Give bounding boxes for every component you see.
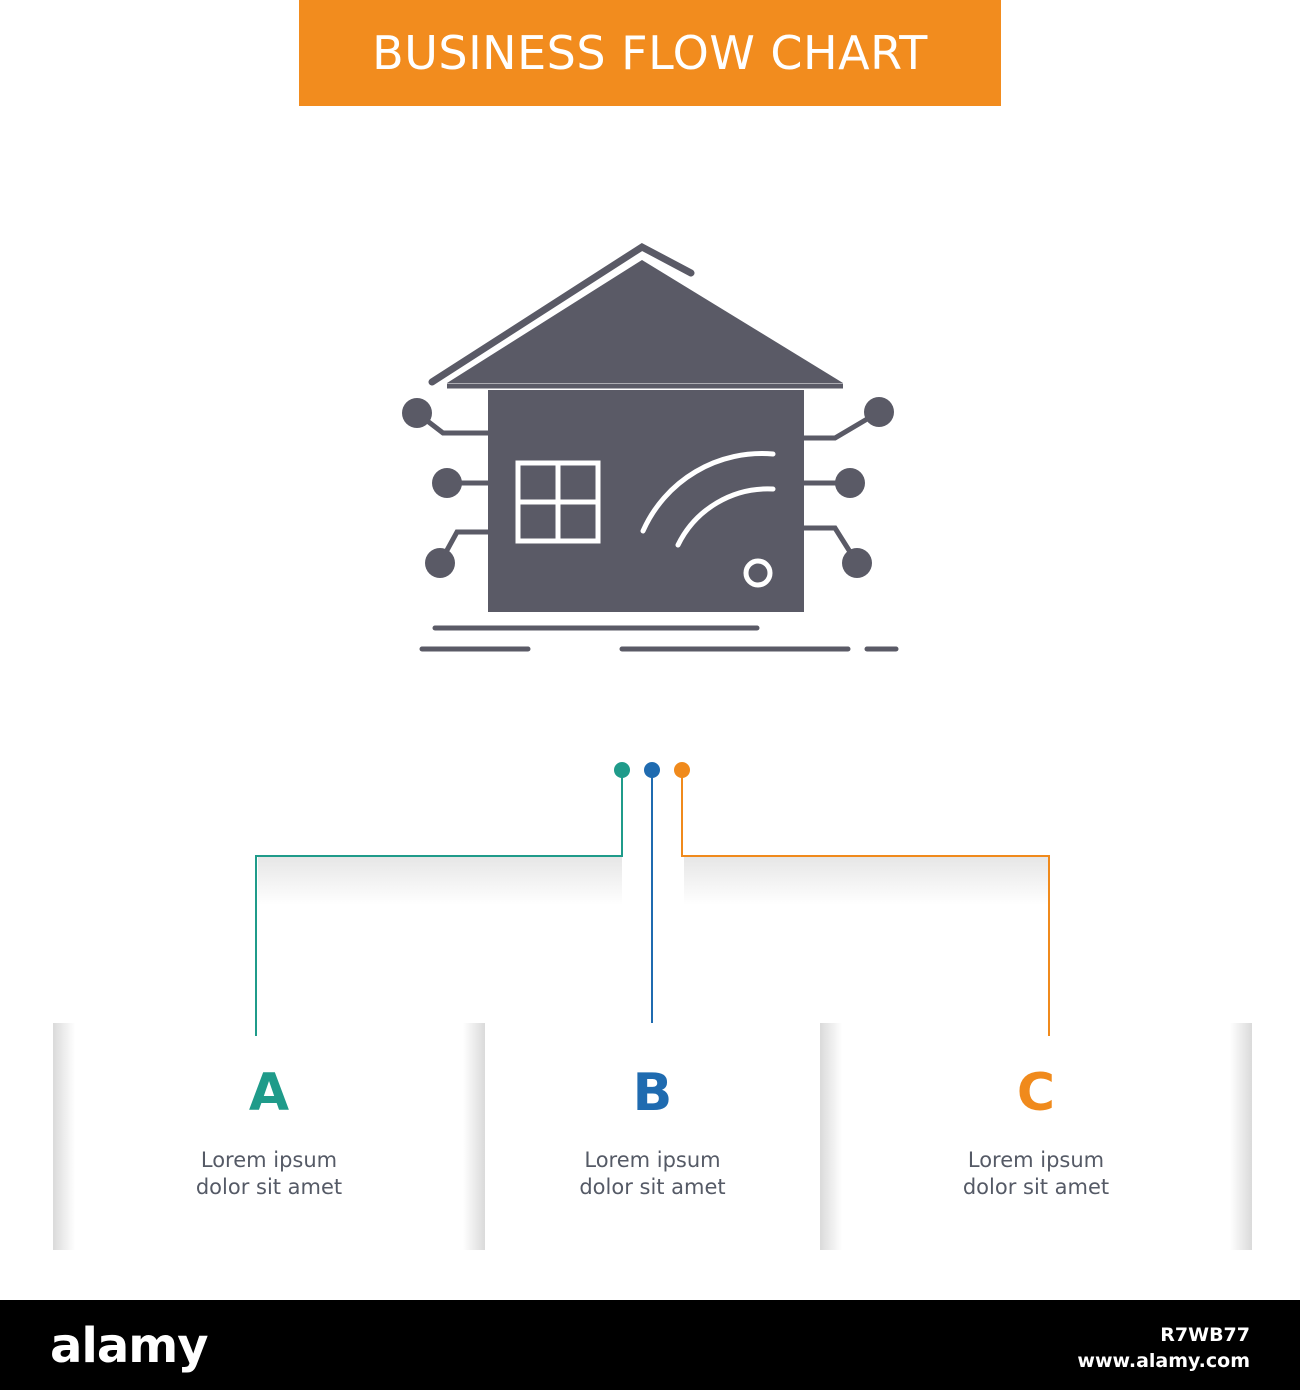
title-banner: BUSINESS FLOW CHART <box>299 0 1001 106</box>
step-text-c: Lorem ipsum dolor sit amet <box>963 1147 1109 1201</box>
image-credit: R7WB77 www.alamy.com <box>1077 1322 1250 1374</box>
shadow-band-right <box>684 857 1048 905</box>
connector-dot-a <box>614 762 630 778</box>
page-title: BUSINESS FLOW CHART <box>372 26 928 80</box>
card-shade <box>463 1023 485 1250</box>
step-text-b: Lorem ipsum dolor sit amet <box>579 1147 725 1201</box>
step-card-c: C Lorem ipsum dolor sit amet <box>820 1023 1252 1250</box>
step-text-line: Lorem ipsum <box>967 1148 1105 1172</box>
card-shade <box>53 1023 75 1250</box>
step-card-b: B Lorem ipsum dolor sit amet <box>486 1023 819 1250</box>
step-letter-c: C <box>1016 1063 1056 1123</box>
step-text-line: Lorem ipsum <box>584 1148 721 1172</box>
step-text-line: dolor sit amet <box>579 1175 726 1199</box>
connector-dot-c <box>674 762 690 778</box>
shadow-band-left <box>258 857 622 905</box>
step-letter-b: B <box>632 1063 673 1123</box>
step-text-a: Lorem ipsum dolor sit amet <box>196 1147 342 1201</box>
connector-a <box>255 770 623 1036</box>
step-text-line: Lorem ipsum <box>200 1148 338 1172</box>
step-card-a: A Lorem ipsum dolor sit amet <box>53 1023 485 1250</box>
connector-lines <box>255 762 1050 1036</box>
smart-home-network-icon <box>402 242 899 652</box>
connector-dot-b <box>644 762 660 778</box>
step-text-line: dolor sit amet <box>195 1175 343 1199</box>
image-id: R7WB77 <box>1160 1324 1250 1346</box>
step-text-line: dolor sit amet <box>962 1175 1110 1199</box>
site-url: www.alamy.com <box>1077 1350 1250 1372</box>
step-letter-a: A <box>248 1063 290 1123</box>
card-shade <box>1230 1023 1252 1250</box>
alamy-logo: alamy <box>50 1318 209 1374</box>
card-shade <box>820 1023 842 1250</box>
footer-bar: alamy R7WB77 www.alamy.com <box>0 1300 1300 1390</box>
connector-c <box>681 770 1050 1036</box>
